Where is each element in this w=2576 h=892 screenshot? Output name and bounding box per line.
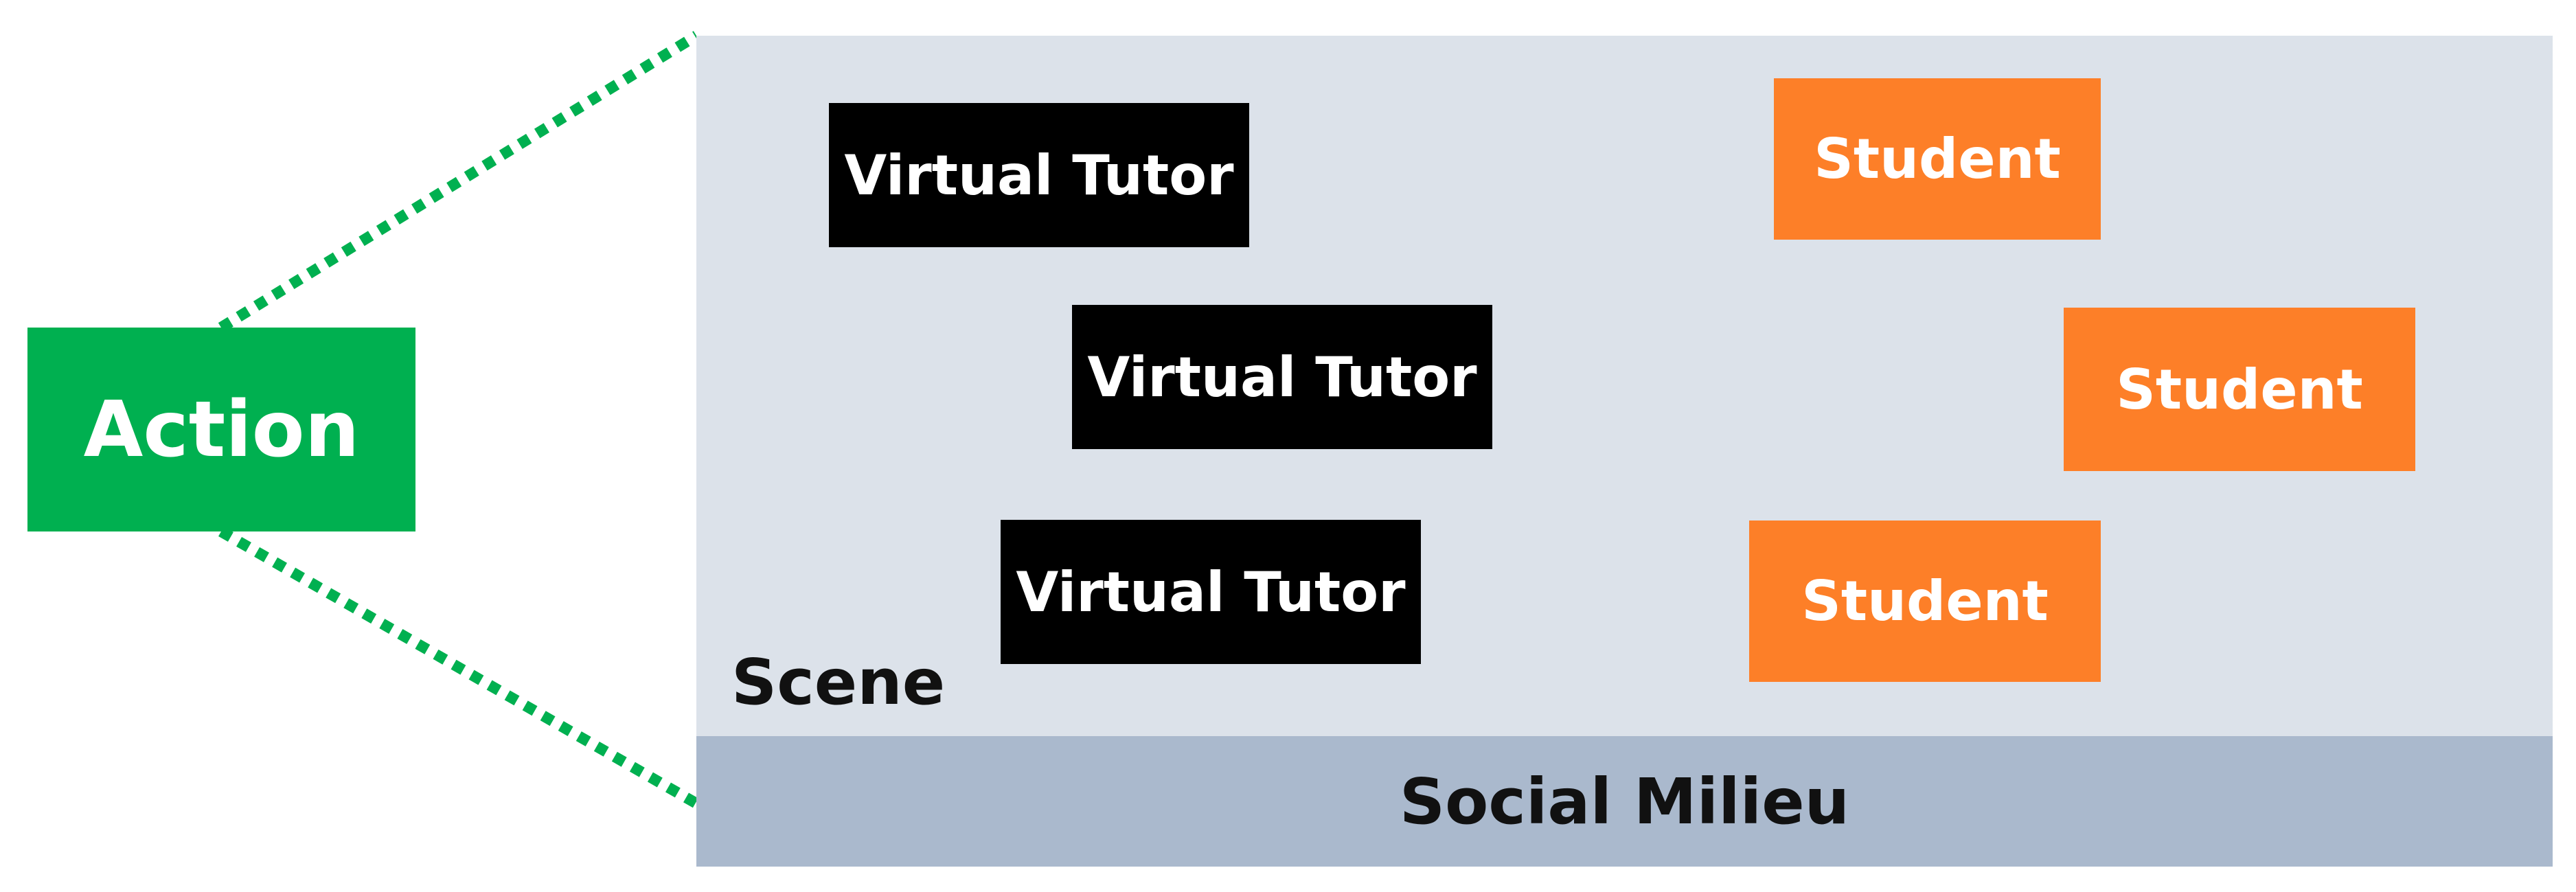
- student-2-box: Student: [2064, 308, 2415, 471]
- student-1-label: Student: [1814, 127, 2061, 191]
- tutor-3-box: Virtual Tutor: [1001, 520, 1421, 664]
- student-2-label: Student: [2116, 357, 2363, 422]
- social-milieu-label: Social Milieu: [1399, 764, 1850, 838]
- zoom-line-top: [218, 31, 700, 332]
- action-box: Action: [27, 328, 415, 531]
- scene-label: Scene: [731, 645, 946, 719]
- student-3-box: Student: [1749, 521, 2101, 682]
- tutor-2-box: Virtual Tutor: [1072, 305, 1492, 449]
- zoom-line-bottom: [218, 527, 699, 808]
- tutor-3-label: Virtual Tutor: [1016, 560, 1406, 624]
- tutor-1-label: Virtual Tutor: [844, 143, 1234, 207]
- tutor-2-label: Virtual Tutor: [1087, 345, 1477, 409]
- social-milieu-band: Social Milieu: [696, 736, 2553, 867]
- student-3-label: Student: [1801, 569, 2049, 633]
- action-label: Action: [83, 385, 360, 474]
- student-1-box: Student: [1774, 78, 2101, 240]
- tutor-1-box: Virtual Tutor: [829, 103, 1249, 247]
